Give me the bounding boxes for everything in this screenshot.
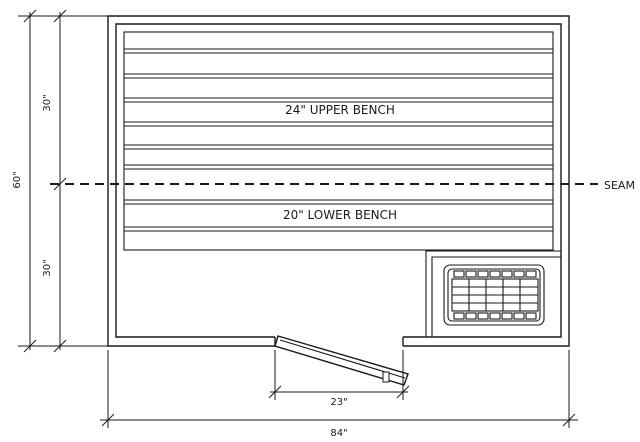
upper-half-label: 30"	[42, 94, 53, 111]
upper-bench-label: 24" UPPER BENCH	[285, 103, 395, 117]
door	[274, 335, 409, 386]
sauna-walls	[107, 15, 570, 347]
bench-area	[123, 31, 554, 251]
door-width-label: 23"	[330, 397, 347, 408]
heater-vents	[453, 270, 537, 320]
left-dimensions	[18, 9, 108, 353]
seam-label: SEAM	[604, 179, 635, 192]
lower-half-label: 30"	[42, 259, 53, 276]
lower-bench-label: 20" LOWER BENCH	[283, 208, 397, 222]
lower-bench-slats	[124, 199, 553, 232]
overall-width-label: 84"	[330, 428, 347, 439]
bottom-dimensions	[100, 350, 578, 428]
heater	[425, 250, 561, 337]
upper-bench-slats	[124, 48, 553, 170]
heater-stone-grid	[451, 278, 539, 312]
overall-height-label: 60"	[12, 171, 23, 188]
